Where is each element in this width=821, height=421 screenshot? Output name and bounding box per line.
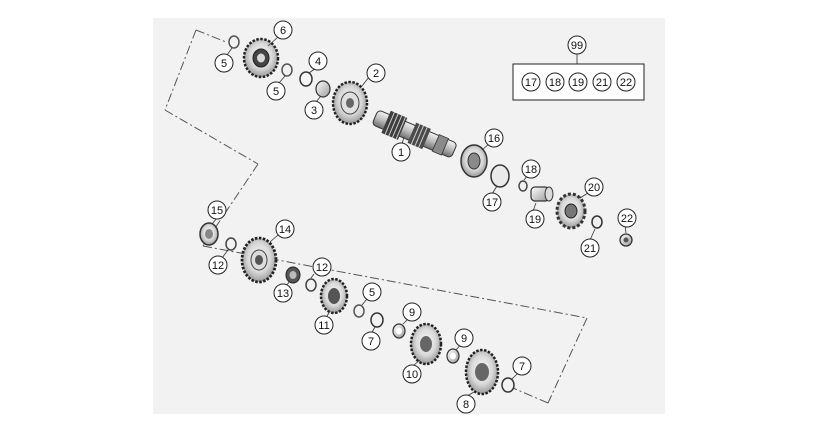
callout-circle-6 bbox=[273, 20, 293, 40]
callout-19: 19 bbox=[529, 214, 541, 226]
bushing-9-a[interactable] bbox=[392, 323, 406, 339]
callout-11: 11 bbox=[318, 320, 329, 332]
callout-21: 21 bbox=[584, 243, 596, 255]
callout-20: 20 bbox=[588, 182, 600, 194]
callout-circle-13 bbox=[273, 283, 293, 303]
callout-circle-5b bbox=[266, 81, 286, 101]
washer-12-b[interactable] bbox=[305, 278, 317, 292]
callout-17: 17 bbox=[486, 197, 498, 209]
callout-circle-21 bbox=[580, 238, 600, 258]
callout-7-a: 7 bbox=[368, 336, 374, 348]
needle-bearing-13[interactable] bbox=[285, 266, 301, 284]
callout-circle-7b bbox=[512, 356, 532, 376]
callout-12-a: 12 bbox=[212, 260, 224, 272]
callout-4: 4 bbox=[315, 56, 321, 68]
callout-circle-12b bbox=[312, 257, 332, 277]
callout-1: 1 bbox=[398, 147, 404, 159]
leader-lines bbox=[211, 36, 627, 397]
callout-16: 16 bbox=[488, 133, 500, 145]
nut-22[interactable] bbox=[619, 233, 633, 247]
callout-circle-11 bbox=[314, 315, 334, 335]
callout-5-a: 5 bbox=[221, 58, 227, 70]
callout-10: 10 bbox=[406, 369, 418, 381]
washer-7-a[interactable] bbox=[370, 312, 384, 328]
callout-6: 6 bbox=[280, 25, 286, 37]
callout-5-b: 5 bbox=[273, 86, 279, 98]
callout-circles bbox=[207, 20, 637, 414]
callout-circle-5c bbox=[362, 282, 382, 302]
callout-15: 15 bbox=[211, 205, 223, 217]
callout-circle-2 bbox=[366, 63, 386, 83]
callout-circle-7a bbox=[361, 331, 381, 351]
kit-item-18: 18 bbox=[549, 77, 561, 89]
callout-circle-17 bbox=[482, 192, 502, 212]
callout-circle-4 bbox=[308, 51, 328, 71]
callout-9-a: 9 bbox=[409, 307, 415, 319]
kit-item-21: 21 bbox=[596, 77, 608, 89]
gear-14[interactable] bbox=[240, 236, 278, 284]
gear-2[interactable] bbox=[331, 80, 369, 126]
callout-8: 8 bbox=[463, 399, 469, 411]
callout-5-c: 5 bbox=[369, 287, 375, 299]
washer-12-a[interactable] bbox=[225, 237, 237, 251]
spacer-19[interactable] bbox=[530, 186, 554, 202]
main-shaft[interactable] bbox=[370, 106, 459, 162]
sprocket-20[interactable] bbox=[555, 192, 587, 230]
callout-circle-16 bbox=[484, 128, 504, 148]
callout-12-b: 12 bbox=[316, 262, 328, 274]
kit-item-19: 19 bbox=[572, 77, 584, 89]
kit-99-box[interactable]: 17 18 19 21 22 bbox=[512, 63, 645, 101]
washer-4[interactable] bbox=[299, 71, 313, 87]
callout-circle-20 bbox=[584, 177, 604, 197]
callout-circle-18 bbox=[521, 159, 541, 179]
callout-circle-14 bbox=[275, 219, 295, 239]
gear-6[interactable] bbox=[242, 37, 280, 79]
callout-9-b: 9 bbox=[461, 333, 467, 345]
callout-circle-19 bbox=[525, 209, 545, 229]
callout-circle-9b bbox=[454, 328, 474, 348]
kit-item-22: 22 bbox=[620, 77, 632, 89]
callout-circle-9a bbox=[402, 302, 422, 322]
callout-13: 13 bbox=[277, 288, 289, 300]
callout-22: 22 bbox=[621, 213, 633, 225]
callout-2: 2 bbox=[373, 68, 379, 80]
kit-callout-99: 99 bbox=[571, 40, 583, 52]
washer-21[interactable] bbox=[591, 215, 603, 229]
gear-11[interactable] bbox=[319, 277, 349, 315]
callout-3: 3 bbox=[311, 105, 317, 117]
callout-circle-12a bbox=[208, 255, 228, 275]
callout-circle-22 bbox=[617, 208, 637, 228]
circlip-5-top[interactable] bbox=[228, 35, 240, 49]
bushing-3[interactable] bbox=[315, 80, 331, 98]
bushing-9-b[interactable] bbox=[446, 348, 460, 364]
seal-17[interactable] bbox=[490, 164, 510, 188]
kit-item-17: 17 bbox=[525, 77, 537, 89]
gear-10[interactable] bbox=[409, 322, 443, 366]
washer-5-b[interactable] bbox=[281, 63, 293, 77]
callout-circle-99 bbox=[567, 35, 587, 55]
bearing-16[interactable] bbox=[460, 144, 488, 178]
circlip-5-c[interactable] bbox=[353, 304, 365, 318]
callout-7-b: 7 bbox=[519, 361, 525, 373]
callout-circle-15 bbox=[207, 200, 227, 220]
bearing-15[interactable] bbox=[199, 222, 219, 246]
callout-labels: 1 2 3 4 5 5 5 6 7 7 8 9 9 10 11 12 12 13… bbox=[211, 25, 633, 411]
callout-18: 18 bbox=[525, 164, 537, 176]
callout-circle-5a bbox=[214, 53, 234, 73]
gear-8[interactable] bbox=[464, 348, 500, 396]
callout-circle-10 bbox=[402, 364, 422, 384]
callout-circle-1 bbox=[391, 142, 411, 162]
washer-7-b[interactable] bbox=[501, 377, 515, 393]
callout-circle-8 bbox=[456, 394, 476, 414]
callout-14: 14 bbox=[279, 224, 291, 236]
o-ring-18[interactable] bbox=[518, 180, 528, 192]
assembly-outline bbox=[164, 29, 588, 404]
callout-circle-3 bbox=[304, 100, 324, 120]
